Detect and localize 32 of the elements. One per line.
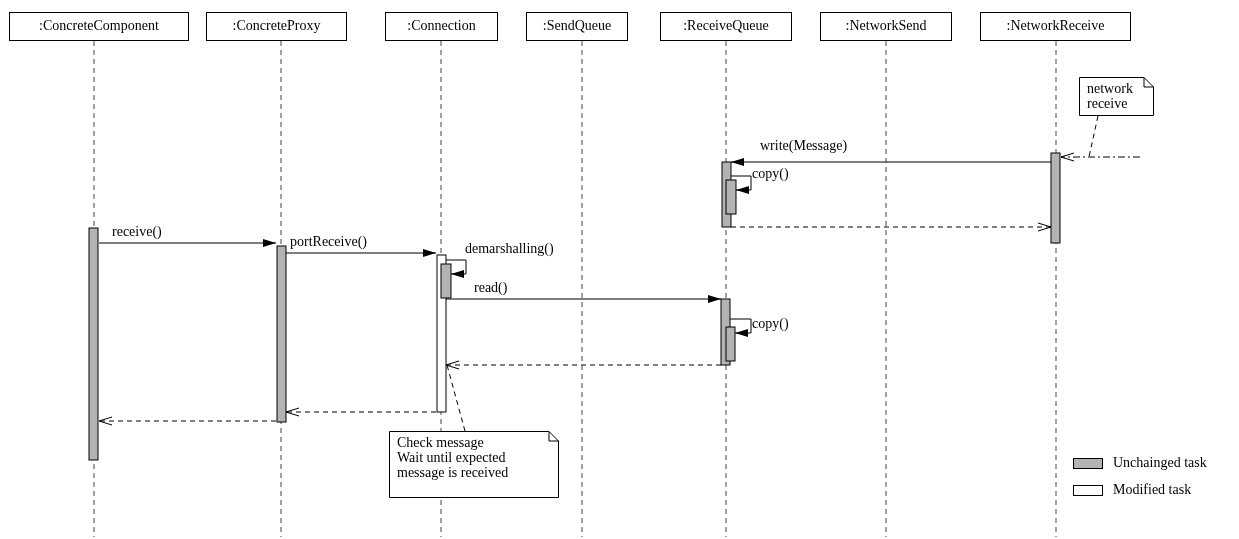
self-message-arrow [729,318,752,337]
message-arrow [730,158,1052,166]
message-label: copy() [752,166,789,181]
return-arrow [445,360,722,370]
note-box: network receive [1079,77,1154,116]
legend-label: Unchainged task [1113,455,1207,471]
participant-box: :SendQueue [526,12,628,41]
self-message-arrow [730,175,752,194]
message-arrow [445,295,722,303]
message-label: copy() [752,316,789,331]
return-arrow [285,407,437,417]
message-arrow [1060,152,1141,162]
leader-line [1088,115,1099,158]
participant-box: :ConcreteComponent [9,12,189,41]
participant-box: :NetworkReceive [980,12,1131,41]
return-arrow [98,416,277,426]
participant-box: :ConcreteProxy [206,12,347,41]
participant-box: :ReceiveQueue [660,12,792,41]
note-box: Check message Wait until expected message is received [389,431,559,498]
message-label: read() [474,280,508,295]
message-label: write(Message) [760,138,848,153]
self-message-arrow [445,259,467,278]
message-arrow [98,239,277,247]
message-arrow [285,249,437,257]
return-arrow [730,222,1052,232]
leader-line [446,364,466,432]
message-label: portReceive() [290,234,367,249]
participant-box: :NetworkSend [820,12,952,41]
message-label: demarshalling() [465,241,554,256]
message-label: receive() [112,224,162,239]
participant-box: :Connection [385,12,498,41]
legend-label: Modified task [1113,482,1192,498]
